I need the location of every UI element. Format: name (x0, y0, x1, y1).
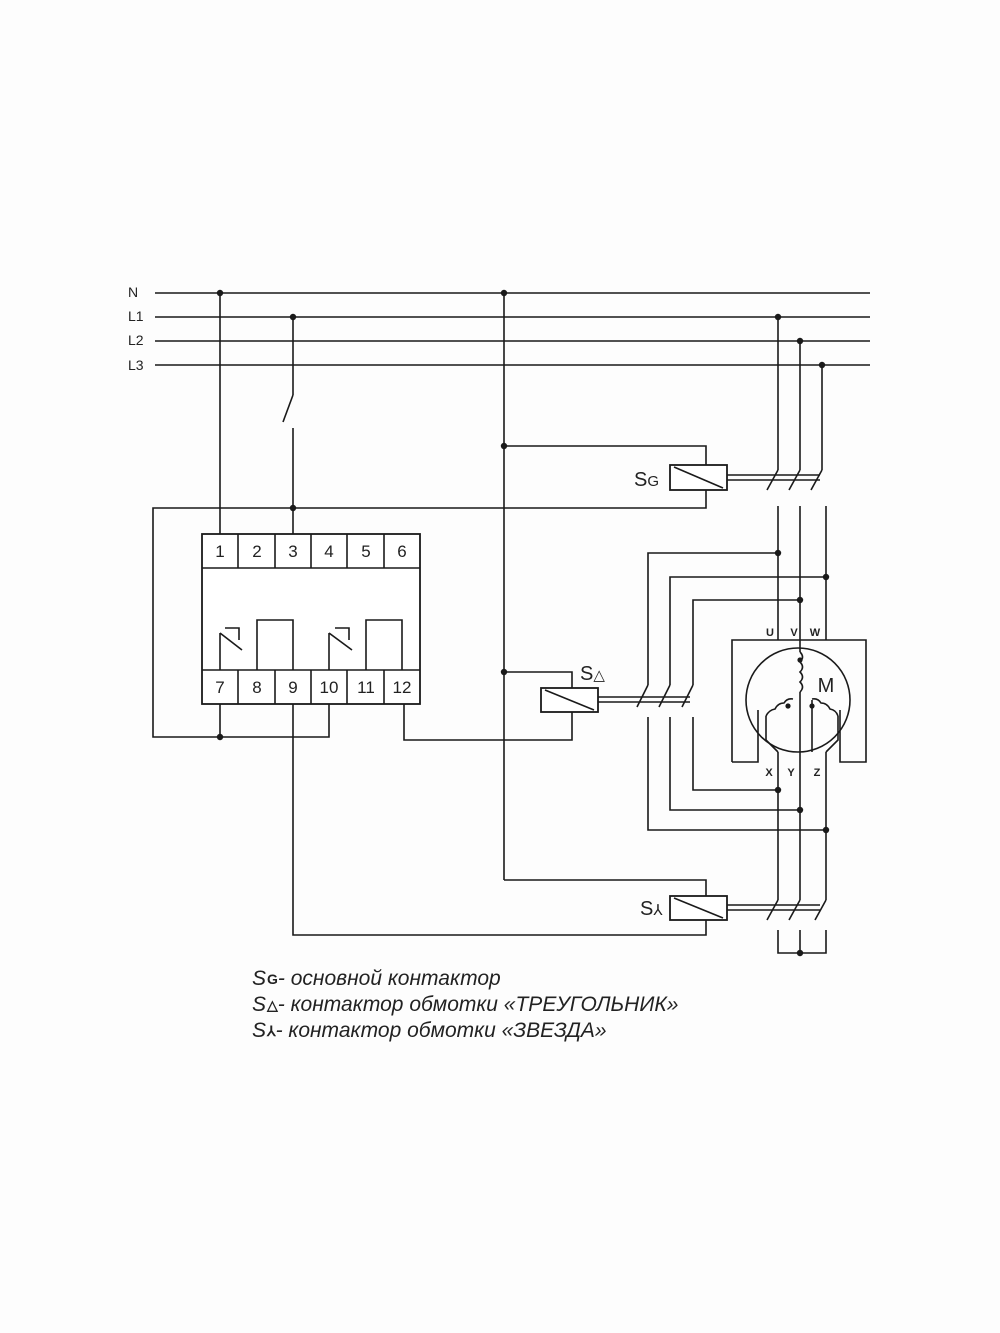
power-wiring (636, 317, 827, 954)
bus-label-n: N (128, 284, 138, 300)
motor-terminal-v: V (790, 627, 798, 639)
relay-contact-1 (219, 619, 294, 670)
motor-terminal-u: U (766, 627, 774, 639)
motor-label: M (818, 675, 835, 697)
relay-contact-2 (328, 619, 403, 670)
legend-text-star: - контактор обмотки «ЗВЕЗДА» (275, 1019, 607, 1042)
relay-terminal-5: 5 (361, 542, 370, 561)
relay-terminal-7: 7 (215, 678, 224, 697)
control-wiring (152, 293, 707, 936)
contactor-star-label: S⅄ (640, 898, 663, 920)
motor-housing (745, 647, 851, 753)
bus-label-l3: L3 (128, 357, 144, 373)
legend-text-main: - основной контактор (277, 967, 501, 990)
relay-terminal-3: 3 (288, 542, 297, 561)
motor-terminal-z: Z (814, 767, 821, 779)
bus-label-l1: L1 (128, 308, 144, 324)
relay-terminal-2: 2 (252, 542, 261, 561)
relay-terminal-1: 1 (215, 542, 224, 561)
contactor-delta-label: S△ (580, 663, 605, 685)
junction-dots (216, 289, 830, 957)
legend-item-star: S⅄- контактор обмотки «ЗВЕЗДА» (252, 1018, 812, 1044)
relay-terminal-9: 9 (288, 678, 297, 697)
switch-contact (282, 394, 294, 423)
legend-symbol-delta: S△ (252, 993, 278, 1016)
bus-label-l2: L2 (128, 332, 144, 348)
motor-terminal-w: W (810, 627, 821, 639)
relay-terminal-11: 11 (357, 678, 375, 697)
legend-symbol-star: S⅄ (252, 1019, 276, 1042)
relay-terminal-8: 8 (252, 678, 261, 697)
motor-terminal-y: Y (787, 767, 795, 779)
relay-terminal-6: 6 (397, 542, 406, 561)
motor-winding-3 (811, 698, 839, 717)
bus-bars: N L1 L2 L3 (128, 284, 870, 373)
relay-terminal-4: 4 (324, 542, 333, 561)
contactor-main-label: SG (634, 469, 659, 491)
contactor-star: S⅄ (640, 895, 820, 921)
motor: U V W X Y Z M (731, 627, 867, 779)
motor-winding-2 (765, 698, 794, 717)
relay-terminal-10: 10 (320, 678, 339, 697)
relay-terminal-12: 12 (393, 678, 412, 697)
legend-text-delta: - контактор обмотки «ТРЕУГОЛЬНИК» (277, 993, 679, 1016)
contactor-main: SG (634, 464, 820, 491)
contactor-delta: S△ (540, 663, 690, 713)
relay-module: 1 2 3 4 5 6 7 8 9 10 11 12 (201, 533, 421, 705)
legend-item-delta: S△- контактор обмотки «ТРЕУГОЛЬНИК» (252, 992, 812, 1018)
motor-terminal-x: X (765, 767, 773, 779)
